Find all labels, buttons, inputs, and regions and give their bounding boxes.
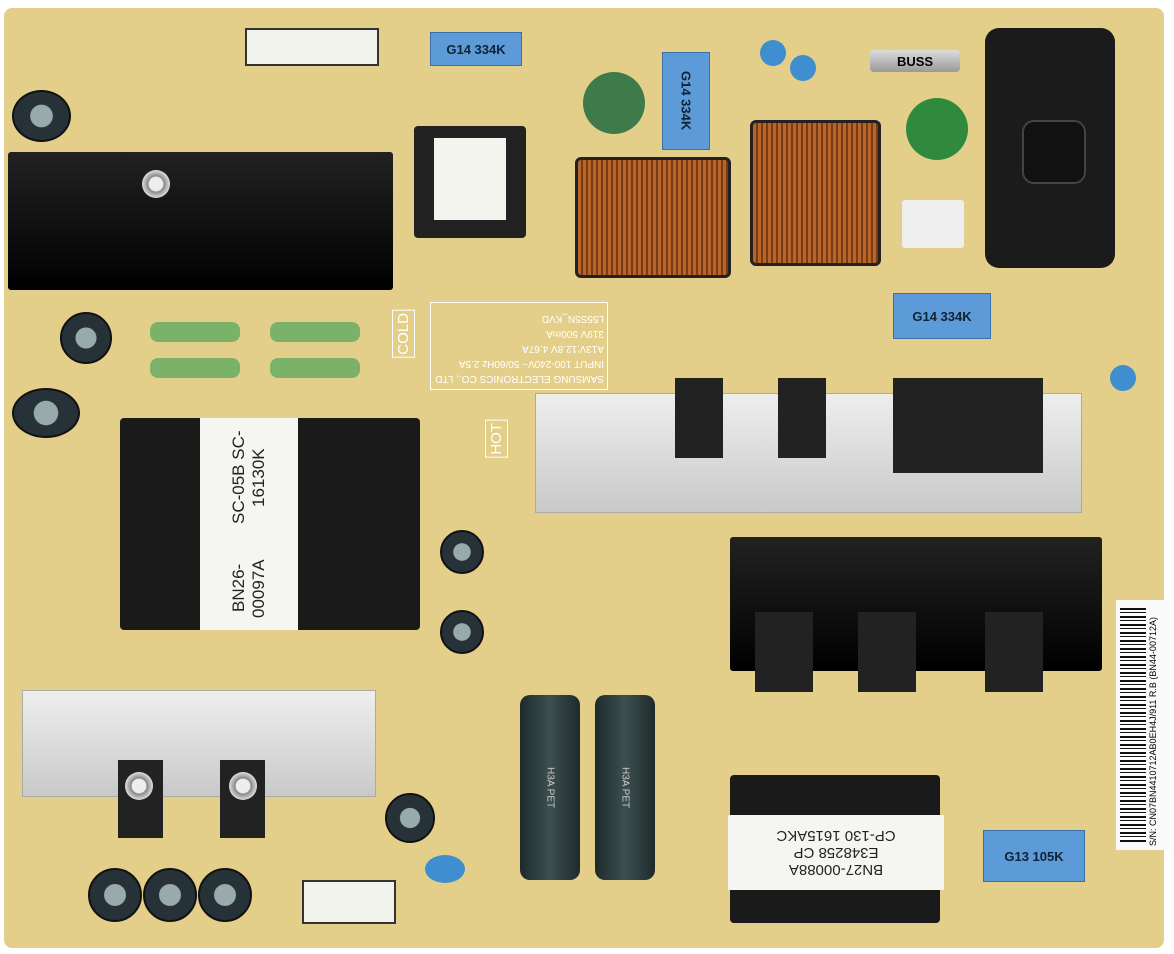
bulk-capacitor: H3A PET: [595, 695, 655, 880]
transistor: [778, 378, 826, 458]
electrolytic-capacitor: [143, 868, 197, 922]
electrolytic-capacitor: [60, 312, 112, 364]
bulk-capacitor: H3A PET: [520, 695, 580, 880]
screw: [142, 170, 170, 198]
electrolytic-capacitor: [12, 90, 71, 142]
rating-block: SAMSUNG ELECTRONICS CO., LTD INPUT 100-2…: [430, 302, 608, 390]
ceramic-capacitor: [1110, 365, 1136, 391]
connector[interactable]: [302, 880, 396, 924]
electrolytic-capacitor: [12, 388, 80, 438]
line-filter-choke: [750, 120, 881, 266]
electrolytic-capacitor: [440, 530, 484, 574]
mosfet: [985, 612, 1043, 692]
varistor: [906, 98, 968, 160]
input-text: INPUT 100-240V~ 50/60Hz 2.5A: [458, 358, 604, 369]
heatsink-left: [8, 152, 393, 290]
transformer-code: SC-05B SC-16130K: [229, 430, 268, 525]
resistor: [270, 358, 360, 378]
common-mode-choke: [575, 157, 731, 278]
ceramic-capacitor: [425, 855, 465, 883]
barcode: [1120, 608, 1146, 842]
output-text: A13V:12.8V 4.67A: [522, 343, 604, 354]
maker-text: SAMSUNG ELECTRONICS CO., LTD: [435, 373, 604, 384]
transistor: [675, 378, 723, 458]
cold-zone-label: COLD: [392, 310, 415, 358]
film-capacitor: G14 334K: [893, 293, 991, 339]
model-text: L55S5N_KVD: [541, 313, 604, 324]
standby-part: BN27-00088A: [788, 861, 884, 878]
resistor: [150, 322, 240, 342]
mosfet: [858, 612, 916, 692]
inductor-core: [434, 138, 506, 220]
connector[interactable]: [245, 28, 379, 66]
electrolytic-capacitor: [440, 610, 484, 654]
fuse: BUSS: [870, 50, 960, 72]
bridge-rectifier: [893, 378, 1043, 473]
resistor: [270, 322, 360, 342]
film-capacitor: G14 334K: [430, 32, 522, 66]
ac-inlet-pins: [1022, 120, 1086, 184]
varistor: [583, 72, 645, 134]
standby-transformer-label: BN27-00088A E348258 CP CP-130 1615AKC: [728, 815, 944, 890]
output-text: 319V 500mA: [546, 328, 604, 339]
electrolytic-capacitor: [88, 868, 142, 922]
serial-number: S/N: CN07BN4410712AB0EH4J/911 R.B (BN44-…: [1148, 617, 1158, 846]
transformer-part: BN26-00097A: [229, 559, 268, 618]
ceramic-capacitor: [790, 55, 816, 81]
transformer-label: BN26-00097A SC-05B SC-16130K: [200, 418, 298, 630]
resistor: [150, 358, 240, 378]
mosfet: [755, 612, 813, 692]
standby-code: CP-130 1615AKC: [776, 827, 896, 844]
screw: [125, 772, 153, 800]
ceramic-capacitor: [760, 40, 786, 66]
film-capacitor: G14 334K: [662, 52, 710, 150]
electrolytic-capacitor: [198, 868, 252, 922]
screw: [229, 772, 257, 800]
electrolytic-capacitor: [385, 793, 435, 843]
heatsink-bottom-left: [22, 690, 376, 797]
x-capacitor: [902, 200, 964, 248]
hot-zone-label: HOT: [485, 420, 508, 458]
barcode-sticker: S/N: CN07BN4410712AB0EH4J/911 R.B (BN44-…: [1116, 600, 1170, 850]
film-capacitor: G13 105K: [983, 830, 1085, 882]
standby-lot: E348258 CP: [793, 844, 879, 861]
